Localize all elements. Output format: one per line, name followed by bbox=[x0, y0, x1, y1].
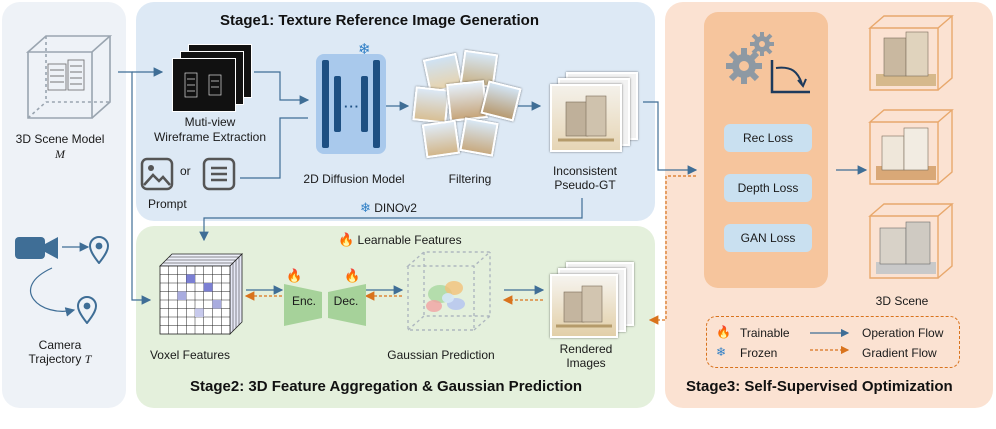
fire-icon: 🔥 bbox=[344, 268, 361, 283]
filtering-label: Filtering bbox=[448, 172, 492, 186]
gaussian-cube-icon bbox=[406, 251, 492, 331]
pseudo-gt-label-2: Pseudo-GT bbox=[554, 178, 616, 192]
wireframe-stack bbox=[170, 44, 256, 112]
voxel-grid bbox=[159, 253, 243, 335]
scene-model-label: 3D Scene Model bbox=[15, 132, 105, 146]
rec-loss-box: Rec Loss bbox=[724, 124, 812, 152]
stage2-title: Stage2: 3D Feature Aggregation & Gaussia… bbox=[190, 378, 583, 395]
image-icon bbox=[140, 157, 174, 191]
learnable-row: 🔥 Learnable Features bbox=[338, 232, 462, 248]
trajectory-label-row: Trajectory T bbox=[4, 352, 116, 367]
encoder-label: Enc. bbox=[291, 294, 316, 308]
stage3-title: Stage3: Self-Supervised Optimization bbox=[686, 378, 953, 395]
depth-loss-box: Depth Loss bbox=[724, 174, 812, 202]
legend-box bbox=[706, 316, 960, 368]
encoder-decoder bbox=[284, 284, 366, 326]
scene-label: 3D Scene bbox=[875, 294, 929, 308]
trajectory-symbol: T bbox=[84, 352, 92, 366]
scene-cube-icon bbox=[868, 109, 954, 185]
legend-operation-flow: Operation Flow bbox=[862, 326, 944, 340]
scene-cube-icon bbox=[868, 203, 954, 279]
prompt-label: Prompt bbox=[148, 197, 187, 211]
camera-icon bbox=[15, 237, 58, 259]
legend-gradient-flow: Gradient Flow bbox=[862, 346, 937, 360]
filtering-photos bbox=[412, 49, 522, 160]
fire-icon: 🔥 bbox=[716, 325, 731, 339]
fire-icon: 🔥 bbox=[286, 268, 303, 283]
voxel-label: Voxel Features bbox=[149, 348, 231, 362]
rendered-label-1: Rendered bbox=[559, 342, 613, 356]
wireframe-label-2: Wireframe Extraction bbox=[153, 130, 267, 144]
decoder-label: Dec. bbox=[333, 294, 359, 308]
gaussian-label: Gaussian Prediction bbox=[387, 348, 495, 362]
rendered-stack bbox=[548, 262, 644, 342]
scene-cube-icon bbox=[868, 15, 954, 91]
prompt-or: or bbox=[180, 164, 191, 178]
stage1-title: Stage1: Texture Reference Image Generati… bbox=[220, 12, 539, 29]
pseudo-gt-label-1: Inconsistent bbox=[552, 164, 618, 178]
legend-trainable: Trainable bbox=[740, 326, 790, 340]
scene-model-symbol: M bbox=[55, 147, 65, 161]
gan-loss-box: GAN Loss bbox=[724, 224, 812, 252]
legend-frozen: Frozen bbox=[740, 346, 778, 360]
pseudo-gt-stack bbox=[548, 72, 644, 152]
trajectory-label: Trajectory bbox=[28, 352, 82, 366]
document-icon bbox=[202, 157, 236, 191]
rendered-label-2: Images bbox=[566, 356, 606, 370]
location-pin-icon bbox=[89, 236, 109, 264]
snowflake-icon: ❄ bbox=[360, 200, 371, 215]
wireframe-label-1: Muti-view bbox=[184, 115, 236, 129]
camera-label: Camera bbox=[38, 338, 82, 352]
snowflake-icon: ❄ bbox=[716, 345, 727, 359]
diffusion-model-block: ··· bbox=[316, 54, 386, 154]
dinov2-label: DINOv2 bbox=[374, 201, 417, 215]
snowflake-icon: ❄ bbox=[358, 41, 371, 58]
scene-model-cube-icon bbox=[25, 35, 113, 119]
gear-icon bbox=[726, 32, 810, 94]
fire-icon: 🔥 bbox=[338, 232, 355, 247]
location-pin-icon bbox=[77, 296, 97, 324]
legend-lines bbox=[810, 328, 850, 355]
learnable-label: Learnable Features bbox=[357, 233, 462, 247]
diffusion-label: 2D Diffusion Model bbox=[303, 172, 405, 186]
dinov2-row: ❄ DINOv2 bbox=[360, 200, 417, 216]
